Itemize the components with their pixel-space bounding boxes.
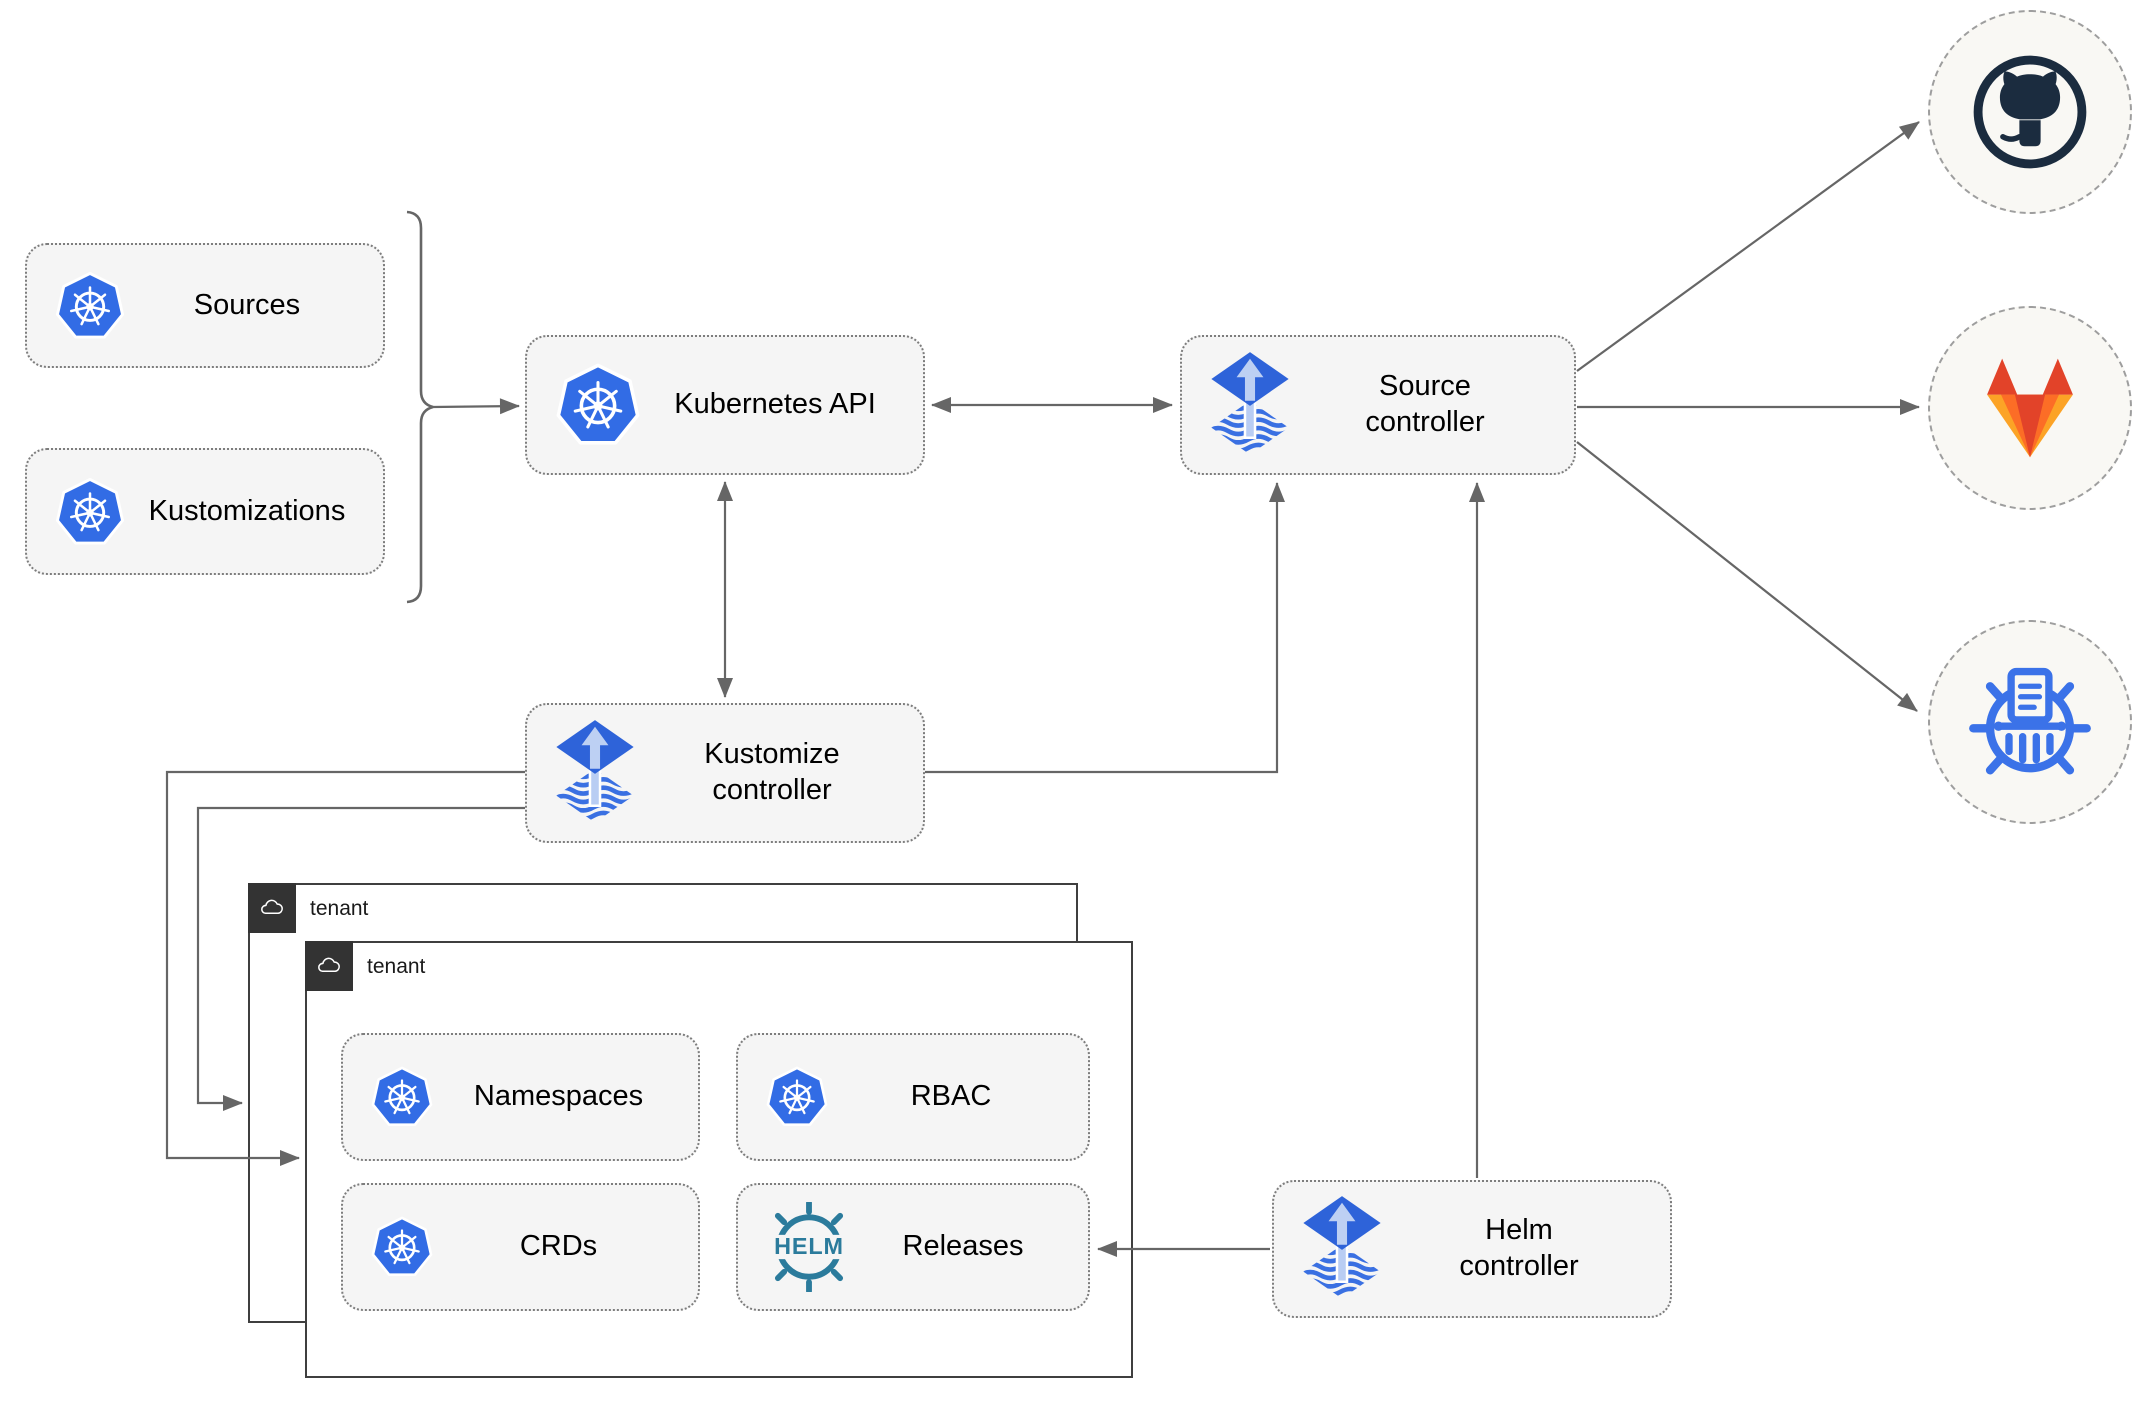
- kubernetes-icon: [53, 475, 127, 549]
- node-crds: CRDs: [341, 1183, 700, 1311]
- node-label: CRDs: [519, 1230, 598, 1263]
- node-label: Kubernetes API: [674, 388, 876, 421]
- flux-icon: [553, 720, 637, 826]
- edge-kustomize-to-source-controller: [925, 482, 1285, 774]
- edge-source-controller-to-github: [1576, 121, 1920, 372]
- kubernetes-icon: [764, 1064, 830, 1130]
- node-label: Namespaces: [473, 1080, 644, 1113]
- edge-source-controller-to-registry: [1576, 441, 1918, 712]
- node-rbac: RBAC: [736, 1033, 1090, 1161]
- kubernetes-icon: [369, 1064, 435, 1130]
- flux-icon: [1300, 1196, 1384, 1302]
- node-releases: Releases: [736, 1183, 1090, 1311]
- node-namespaces: Namespaces: [341, 1033, 700, 1161]
- node-label: Kustomize controller: [704, 738, 840, 806]
- tenant-inner-tab: [304, 940, 353, 991]
- node-label: Helm controller: [1459, 1214, 1579, 1282]
- node-sources: Sources: [25, 243, 385, 368]
- github-icon: [1971, 53, 2089, 171]
- tenant-label: tenant: [367, 955, 426, 978]
- external-github-circle: [1928, 10, 2132, 214]
- external-registry-circle: [1928, 620, 2132, 824]
- node-label: RBAC: [910, 1080, 992, 1113]
- node-helm-controller: Helm controller: [1272, 1180, 1672, 1318]
- harbor-registry-icon: [1967, 659, 2093, 785]
- node-label: Sources: [193, 288, 301, 321]
- node-label: Kustomizations: [148, 494, 346, 527]
- gitlab-icon: [1972, 355, 2088, 462]
- node-label: Source controller: [1365, 370, 1485, 438]
- kubernetes-icon: [553, 360, 643, 450]
- tenant-outer-tab: [247, 882, 296, 933]
- external-gitlab-circle: [1928, 306, 2132, 510]
- tenant-label: tenant: [310, 897, 369, 920]
- node-kubernetes-api: Kubernetes API: [525, 335, 925, 475]
- node-label: Releases: [902, 1230, 1024, 1263]
- node-source-controller: Source controller: [1180, 335, 1576, 475]
- helm-icon: [764, 1202, 854, 1292]
- node-kustomize-controller: Kustomize controller: [525, 703, 925, 843]
- brace-sources-group: [406, 210, 434, 604]
- node-kustomizations: Kustomizations: [25, 448, 385, 575]
- cloud-icon: [316, 956, 342, 975]
- kubernetes-icon: [369, 1214, 435, 1280]
- kubernetes-icon: [53, 269, 127, 343]
- flux-icon: [1208, 352, 1292, 458]
- edge-brace-to-kubernetes-api: [432, 398, 520, 415]
- cloud-icon: [259, 898, 285, 917]
